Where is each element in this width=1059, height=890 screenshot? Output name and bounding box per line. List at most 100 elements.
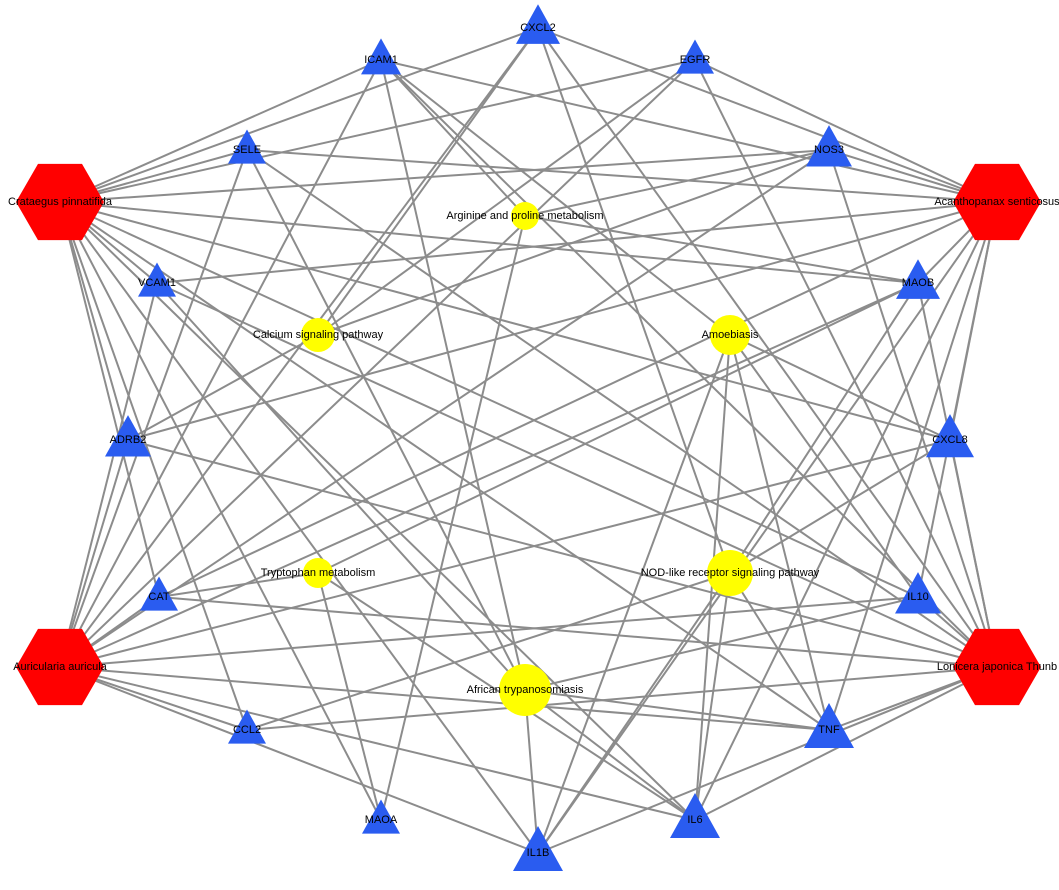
- node-label-il10: IL10: [907, 591, 928, 603]
- edge-calcium-cxcl2: [317, 27, 539, 336]
- edge-lonicera-maob: [917, 282, 998, 668]
- target-node-adrb2[interactable]: [105, 415, 151, 457]
- node-label-crataegus: Crataegus pinnatifida: [8, 196, 113, 208]
- edge-arginine-icam1: [380, 59, 526, 217]
- edge-crataegus-maob: [59, 201, 919, 284]
- pathway-node-calcium[interactable]: [301, 318, 335, 352]
- edge-auricularia-sele: [59, 149, 248, 668]
- target-node-sele[interactable]: [228, 129, 266, 164]
- edge-african-icam1: [380, 59, 526, 691]
- edge-acanthopanax-vcam1: [156, 201, 998, 284]
- pathway-node-african[interactable]: [499, 664, 551, 716]
- edge-acanthopanax-il10: [917, 201, 998, 598]
- edge-crataegus-cxcl8: [59, 201, 951, 441]
- edge-african-tnf: [524, 689, 830, 731]
- herb-node-crataegus[interactable]: [16, 163, 104, 241]
- target-node-cat[interactable]: [140, 576, 178, 611]
- pathway-node-nod[interactable]: [707, 550, 753, 596]
- node-label-nod: NOD-like receptor signaling pathway: [641, 567, 820, 579]
- target-node-il6[interactable]: [670, 793, 720, 838]
- edge-african-sele: [246, 149, 526, 691]
- node-label-auricularia: Auricularia auricula: [13, 661, 107, 673]
- target-node-nos3[interactable]: [806, 125, 852, 167]
- edge-nod-cxcl8: [729, 439, 951, 574]
- target-node-maob[interactable]: [896, 259, 940, 299]
- edge-nod-tnf: [729, 572, 830, 731]
- target-node-cxcl8[interactable]: [926, 414, 974, 458]
- node-label-arginine: Arginine and proline metabolism: [446, 210, 603, 222]
- edge-lonicera-cat: [158, 596, 998, 668]
- edge-lonicera-adrb2: [127, 439, 998, 668]
- edge-arginine-maoa: [380, 215, 526, 821]
- edge-calcium-egfr: [317, 59, 696, 336]
- edge-crataegus-ccl2: [59, 201, 248, 731]
- edge-auricularia-egfr: [59, 59, 696, 668]
- edge-crataegus-cxcl2: [59, 27, 539, 203]
- node-label-sele: SELE: [233, 144, 261, 156]
- edge-auricularia-il6: [59, 666, 696, 821]
- target-node-cxcl2[interactable]: [516, 4, 560, 44]
- node-label-african: African trypanosomiasis: [467, 684, 584, 696]
- edge-tryptophan-cat: [158, 572, 319, 598]
- edge-amoebiasis-il10: [729, 334, 919, 598]
- node-label-cxcl8: CXCL8: [932, 434, 967, 446]
- node-label-calcium: Calcium signaling pathway: [253, 329, 384, 341]
- target-node-ccl2[interactable]: [228, 709, 266, 744]
- edge-tryptophan-maob: [317, 282, 919, 574]
- edge-african-vcam1: [156, 282, 526, 691]
- edge-auricularia-nos3: [59, 149, 830, 668]
- edge-acanthopanax-sele: [246, 149, 998, 203]
- node-label-il1b: IL1B: [527, 847, 550, 859]
- target-node-il1b[interactable]: [513, 826, 563, 871]
- edge-lonicera-egfr: [694, 59, 998, 668]
- node-label-cat: CAT: [148, 591, 169, 603]
- node-label-tnf: TNF: [818, 724, 840, 736]
- target-node-maoa[interactable]: [362, 799, 400, 834]
- edge-nod-ccl2: [246, 572, 731, 731]
- edge-african-il1b: [524, 689, 539, 854]
- edge-arginine-nos3: [524, 149, 830, 217]
- target-node-tnf[interactable]: [804, 703, 854, 748]
- edge-crataegus-nos3: [59, 149, 830, 203]
- node-label-il6: IL6: [687, 814, 702, 826]
- edge-crataegus-adrb2: [59, 201, 129, 441]
- node-label-vcam1: VCAM1: [138, 277, 176, 289]
- edge-auricularia-vcam1: [59, 282, 158, 668]
- target-node-vcam1[interactable]: [138, 262, 176, 297]
- pathway-node-amoebiasis[interactable]: [710, 315, 750, 355]
- edge-calcium-adrb2: [127, 334, 319, 441]
- target-node-icam1[interactable]: [361, 38, 401, 75]
- edge-amoebiasis-il1b: [537, 334, 731, 854]
- herb-node-acanthopanax[interactable]: [953, 163, 1041, 241]
- herb-node-lonicera[interactable]: [953, 628, 1041, 706]
- edge-crataegus-il10: [59, 201, 919, 598]
- herb-node-auricularia[interactable]: [16, 628, 104, 706]
- edge-lonicera-il1b: [537, 666, 998, 854]
- edge-crataegus-maoa: [59, 201, 382, 821]
- pathway-node-tryptophan[interactable]: [303, 558, 333, 588]
- edge-acanthopanax-tnf: [828, 201, 998, 731]
- node-layer: [16, 4, 1041, 871]
- edge-acanthopanax-adrb2: [127, 201, 998, 441]
- node-label-adrb2: ADRB2: [110, 434, 147, 446]
- edge-nod-cxcl2: [537, 27, 731, 574]
- edge-acanthopanax-icam1: [380, 59, 998, 203]
- node-label-nos3: NOS3: [814, 144, 844, 156]
- node-label-amoebiasis: Amoebiasis: [702, 329, 759, 341]
- edge-amoebiasis-icam1: [380, 59, 731, 336]
- edge-crataegus-egfr: [59, 59, 696, 203]
- edge-auricularia-cxcl8: [59, 439, 951, 668]
- target-node-egfr[interactable]: [676, 39, 714, 74]
- edge-nod-il1b: [537, 572, 731, 854]
- node-label-acanthopanax: Acanthopanax senticosus: [934, 196, 1059, 208]
- edge-acanthopanax-egfr: [694, 59, 998, 203]
- edge-nod-maob: [729, 282, 919, 574]
- edge-amoebiasis-cxcl8: [729, 334, 951, 441]
- edge-acanthopanax-il6: [694, 201, 998, 821]
- edge-arginine-maob: [524, 215, 919, 284]
- pathway-node-arginine[interactable]: [511, 202, 539, 230]
- edge-crataegus-icam1: [59, 59, 382, 203]
- edge-lonicera-ccl2: [246, 666, 998, 731]
- edge-layer: [59, 27, 998, 854]
- target-node-il10[interactable]: [895, 572, 941, 614]
